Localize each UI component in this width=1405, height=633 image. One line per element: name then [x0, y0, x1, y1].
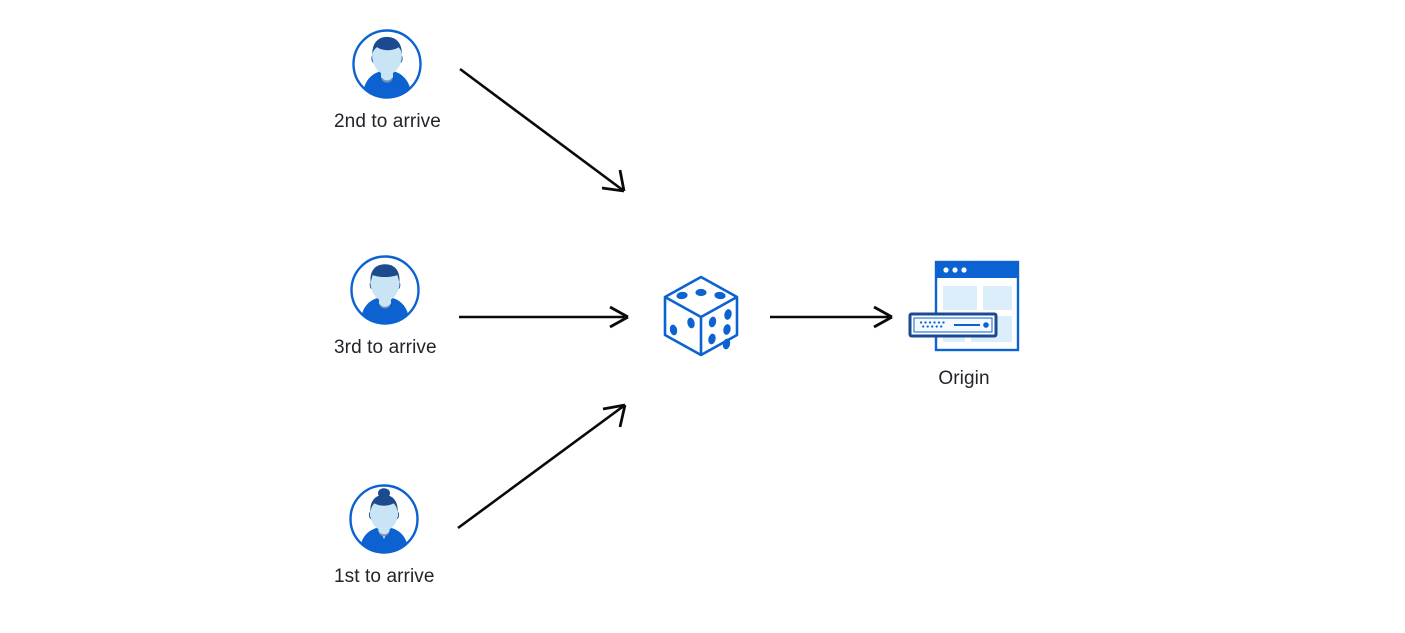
- rack-server-icon: [908, 312, 998, 338]
- browser-window-icon: [934, 260, 1020, 352]
- arrow-visitor-2-to-dice: [459, 67, 626, 193]
- user-avatar-flat-hair-icon: [348, 253, 422, 327]
- arrow-visitor-3-to-dice: [459, 305, 629, 329]
- user-avatar-short-hair-icon: [350, 27, 424, 101]
- arrow-visitor-1-to-dice: [457, 403, 627, 530]
- node-visitor-3rd[interactable]: 3rd to arrive: [334, 253, 437, 359]
- arrow-dice-to-origin: [770, 305, 893, 329]
- node-label-origin: Origin: [938, 368, 990, 389]
- node-origin[interactable]: Origin: [908, 258, 1020, 390]
- node-visitor-1st[interactable]: 1st to arrive: [334, 482, 435, 588]
- dice-icon: [658, 272, 744, 358]
- user-avatar-bun-hair-icon: [347, 482, 421, 556]
- node-label-visitor-1st: 1st to arrive: [334, 566, 435, 587]
- node-visitor-2nd[interactable]: 2nd to arrive: [334, 27, 441, 133]
- origin-server-icon: [908, 258, 1020, 354]
- node-randomizer-dice[interactable]: [658, 272, 744, 358]
- node-label-visitor-2nd: 2nd to arrive: [334, 111, 441, 132]
- node-label-visitor-3rd: 3rd to arrive: [334, 337, 437, 358]
